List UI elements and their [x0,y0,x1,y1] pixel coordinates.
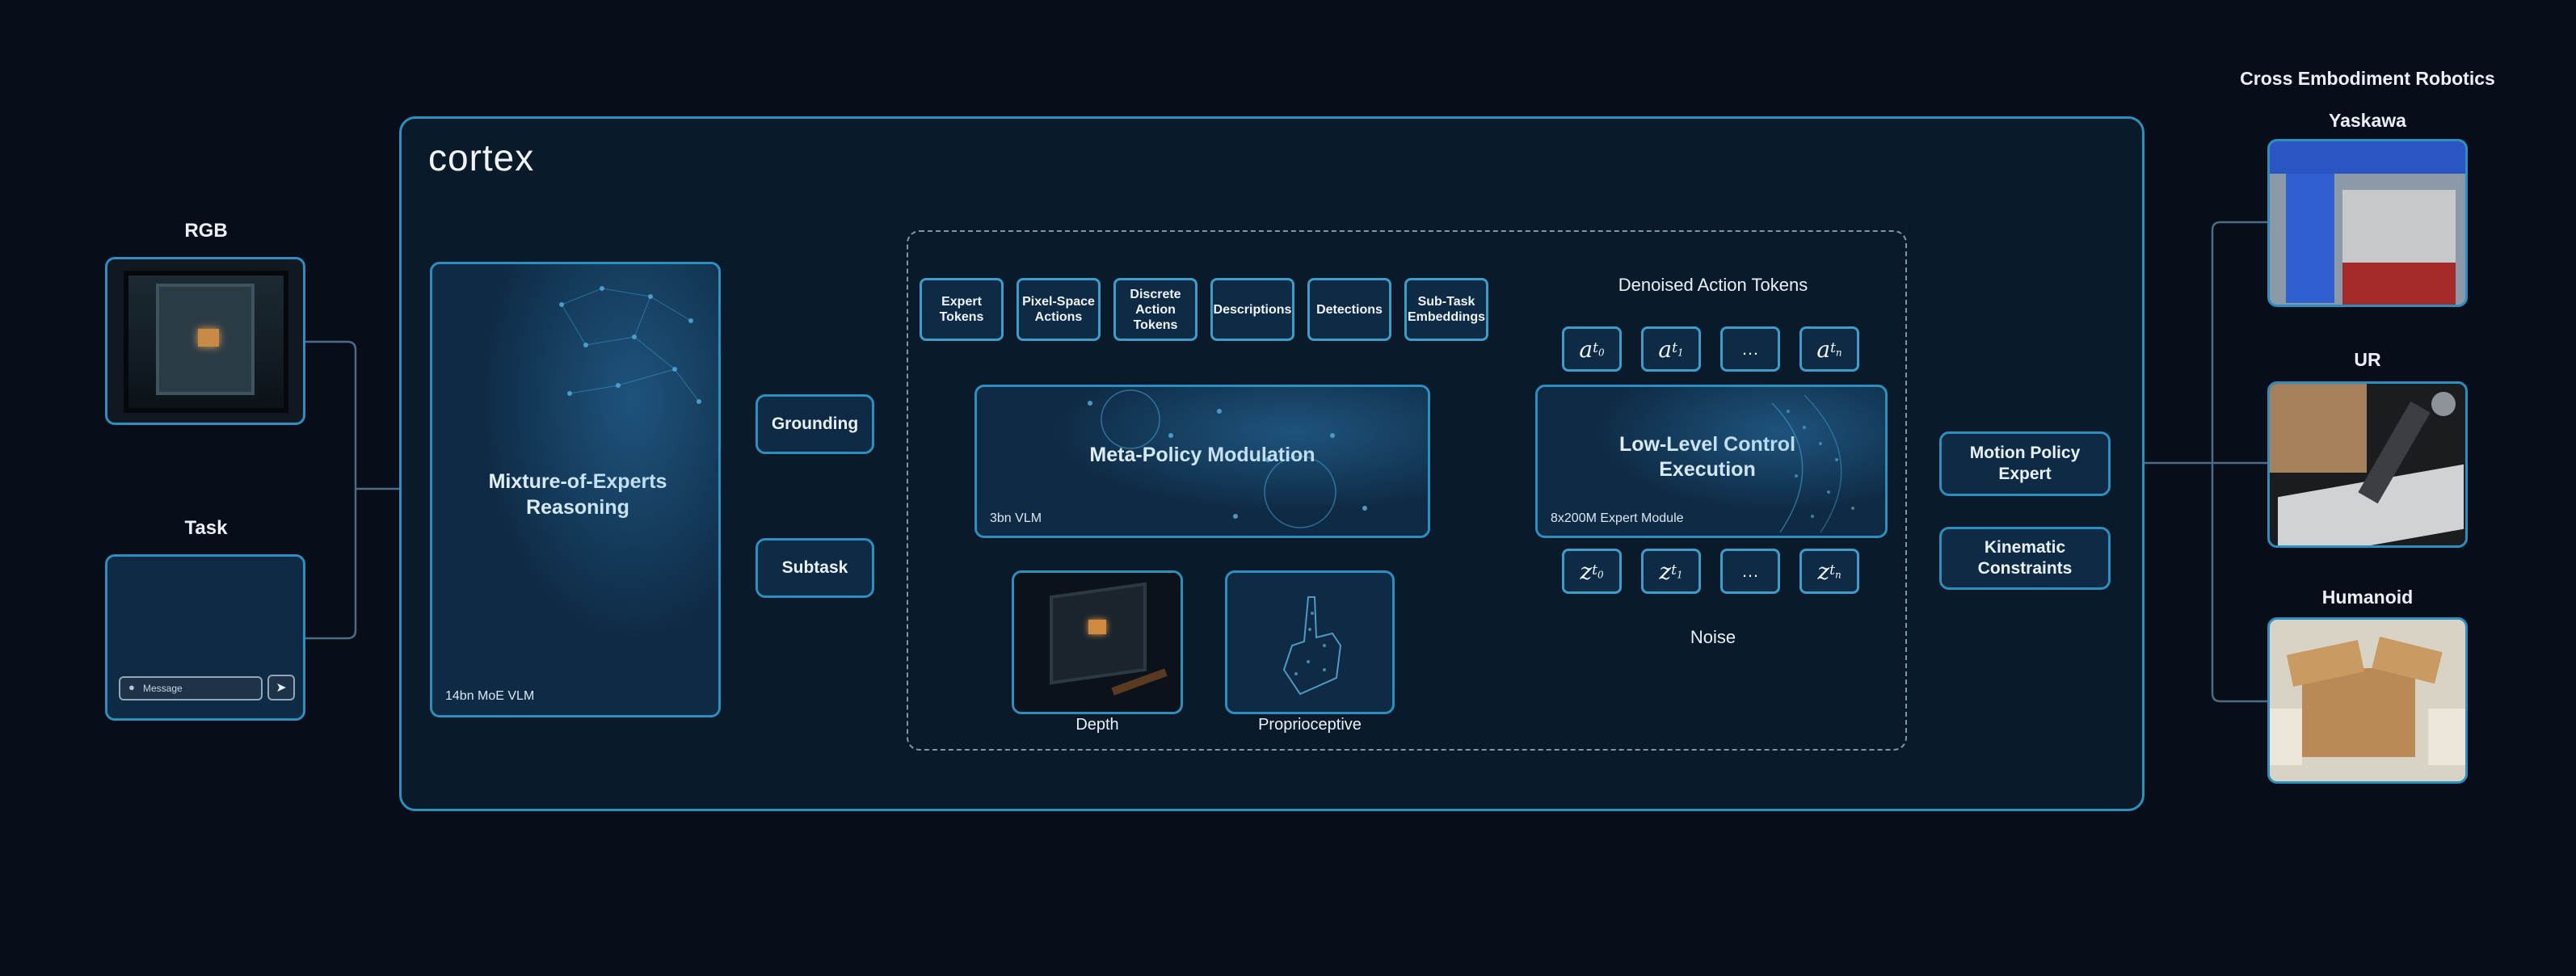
message-placeholder: Message [143,683,183,694]
moe-title: Mixture-of-Experts Reasoning [488,470,667,519]
token-sub-task-embeddings: Sub-Task Embeddings [1404,278,1488,341]
policy-region-dashed [907,230,1907,751]
noise-token-ellipsis: … [1720,549,1780,594]
rgb-camera-image [105,257,305,425]
low-level-control-block: Low-Level Control Execution 8x200M Exper… [1535,385,1888,538]
robot-label-yaskawa: Yaskawa [2329,110,2406,131]
moe-reasoning-block: Mixture-of-Experts Reasoning 14bn MoE VL… [430,262,721,717]
motion-policy-expert-box: Motion Policy Expert [1939,431,2111,496]
token-descriptions: Descriptions [1210,278,1294,341]
subtask-box: Subtask [756,538,874,598]
robot-label-humanoid: Humanoid [2321,587,2414,608]
low-level-title: Low-Level Control Execution [1618,433,1796,481]
rgb-label: RGB [184,220,228,242]
robot-image-yaskawa [2267,139,2468,307]
token-pixel-space-actions: Pixel-Space Actions [1017,278,1101,341]
network-graphic [1088,389,1367,528]
robot-image-ur [2267,381,2468,548]
action-token-ellipsis: … [1720,326,1780,372]
denoised-action-tokens-label: Denoised Action Tokens [1618,275,1808,295]
wave-particles-graphic [1771,394,1854,533]
moe-tag: 14bn MoE VLM [445,689,535,703]
token-detections: Detections [1307,278,1391,341]
depth-image [1012,570,1183,714]
brain-network-graphic [559,286,701,404]
kinematic-constraints-box: Kinematic Constraints [1939,527,2111,590]
meta-policy-title: Meta-Policy Modulation [1089,443,1315,466]
robot-label-ur: UR [2354,349,2381,370]
task-label: Task [184,517,228,539]
token-discrete-action-tokens: Discrete Action Tokens [1113,278,1198,341]
send-button[interactable]: ➤ [267,675,295,700]
send-icon: ➤ [276,681,287,695]
proprioceptive-label: Proprioceptive [1258,716,1362,734]
grounding-box: Grounding [756,394,874,454]
meta-policy-tag: 3bn VLM [990,511,1042,525]
depth-label: Depth [1075,716,1119,734]
proprioceptive-image [1225,570,1395,714]
noise-label: Noise [1690,627,1736,647]
low-level-tag: 8x200M Expert Module [1551,511,1684,525]
cortex-logo: cortex [428,137,535,179]
task-chat-panel: ● Message ➤ [105,554,305,721]
meta-policy-block: Meta-Policy Modulation 3bn VLM [974,385,1430,538]
message-input[interactable]: ● Message [119,676,263,700]
mic-icon: ● [128,681,135,693]
cross-embodiment-heading: Cross Embodiment Robotics [2240,68,2495,89]
token-expert-tokens: Expert Tokens [920,278,1004,341]
robot-image-humanoid [2267,617,2468,784]
hand-pointcloud-icon [1282,596,1342,696]
